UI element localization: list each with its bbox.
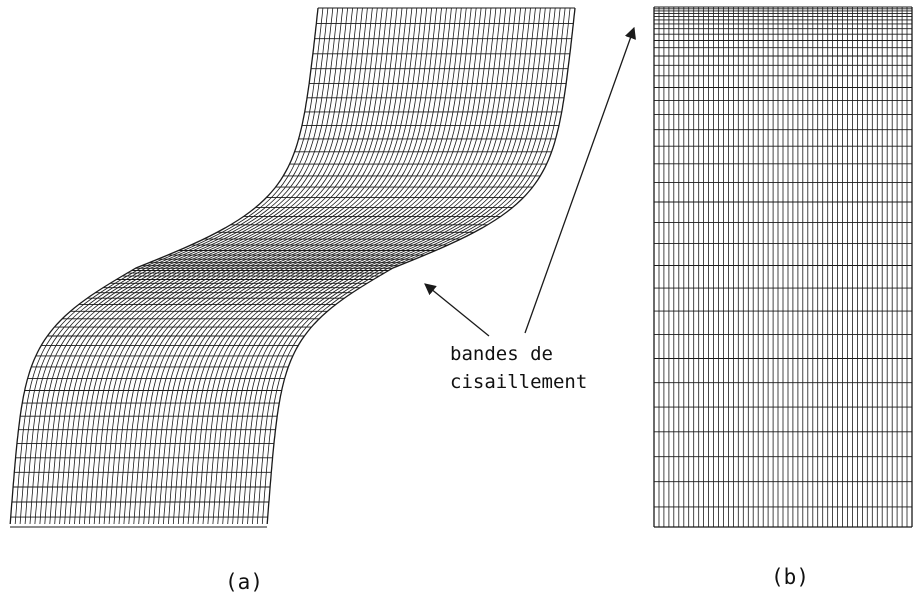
mesh-a-column-line [79, 7, 388, 525]
mesh-a-column-line [123, 7, 433, 525]
mesh-a-column-line [143, 7, 452, 525]
mesh-a-column-line [98, 7, 408, 525]
arrow-to-shear-band-a [424, 283, 490, 337]
mesh-a-column-line [113, 7, 423, 525]
mesh-a-column-line [261, 7, 571, 525]
mesh-a-column-line [24, 7, 334, 525]
mesh-a-column-line [118, 7, 428, 525]
mesh-a-column-line [93, 7, 403, 525]
mesh-a-column-line [153, 7, 462, 525]
mesh-a-column-line [49, 7, 358, 525]
mesh-a-column-line [19, 7, 329, 525]
mesh-a-column-line [128, 7, 437, 525]
mesh-a-column-line [212, 7, 521, 525]
mesh-a-column-line [237, 7, 546, 525]
arrow-to-shear-band-b [524, 26, 636, 334]
mesh-a-column-line [29, 7, 339, 525]
mesh-a-column-line [252, 7, 561, 525]
mesh-a-column-line [256, 7, 566, 525]
mesh-b [653, 6, 913, 528]
mesh-a-column-line [182, 7, 492, 525]
mesh-a-column-line [103, 7, 413, 525]
mesh-a-column-line [108, 7, 418, 525]
mesh-a-column-line [187, 7, 497, 525]
deformed-mesh-a [9, 7, 576, 528]
mesh-a-column-line [192, 7, 502, 525]
mesh-a-column-line [177, 7, 487, 525]
mesh-a-column-line [158, 7, 467, 525]
mesh-a-column-line [207, 7, 517, 525]
mesh-a-column-line [168, 7, 477, 525]
mesh-a-column-line [88, 7, 398, 525]
caption-b: (b) [771, 565, 809, 589]
mesh-a-column-line [202, 7, 512, 525]
mesh-a-column-line [227, 7, 536, 525]
mesh-a-column-line [242, 7, 551, 525]
mesh-a-column-line [232, 7, 541, 525]
mesh-a-column-line [138, 7, 447, 525]
mesh-a-column-line [9, 7, 319, 525]
caption-a: (a) [225, 570, 263, 594]
mesh-a-column-line [222, 7, 531, 525]
mesh-a-column-line [54, 7, 363, 525]
annotation-line-1: bandes de [450, 343, 553, 365]
mesh-a-column-line [59, 7, 368, 525]
mesh-a-column-line [34, 7, 344, 525]
mesh-a-column-line [39, 7, 349, 525]
mesh-a-column-line [266, 7, 576, 525]
mesh-a-column-line [163, 7, 472, 525]
mesh-a-column-line [64, 7, 373, 525]
mesh-a-column-line [217, 7, 526, 525]
mesh-a-column-line [197, 7, 507, 525]
mesh-a-column-line [133, 7, 442, 525]
mesh-a-column-line [14, 7, 324, 525]
mesh-a-column-line [44, 7, 353, 525]
annotation-line-2: cisaillement [450, 371, 587, 393]
mesh-a-column-line [247, 7, 556, 525]
mesh-a-column-line [148, 7, 457, 525]
mesh-a-column-line [74, 7, 383, 525]
mesh-a-column-line [84, 7, 393, 525]
mesh-a-column-line [172, 7, 482, 525]
mesh-a-column-line [69, 7, 378, 525]
